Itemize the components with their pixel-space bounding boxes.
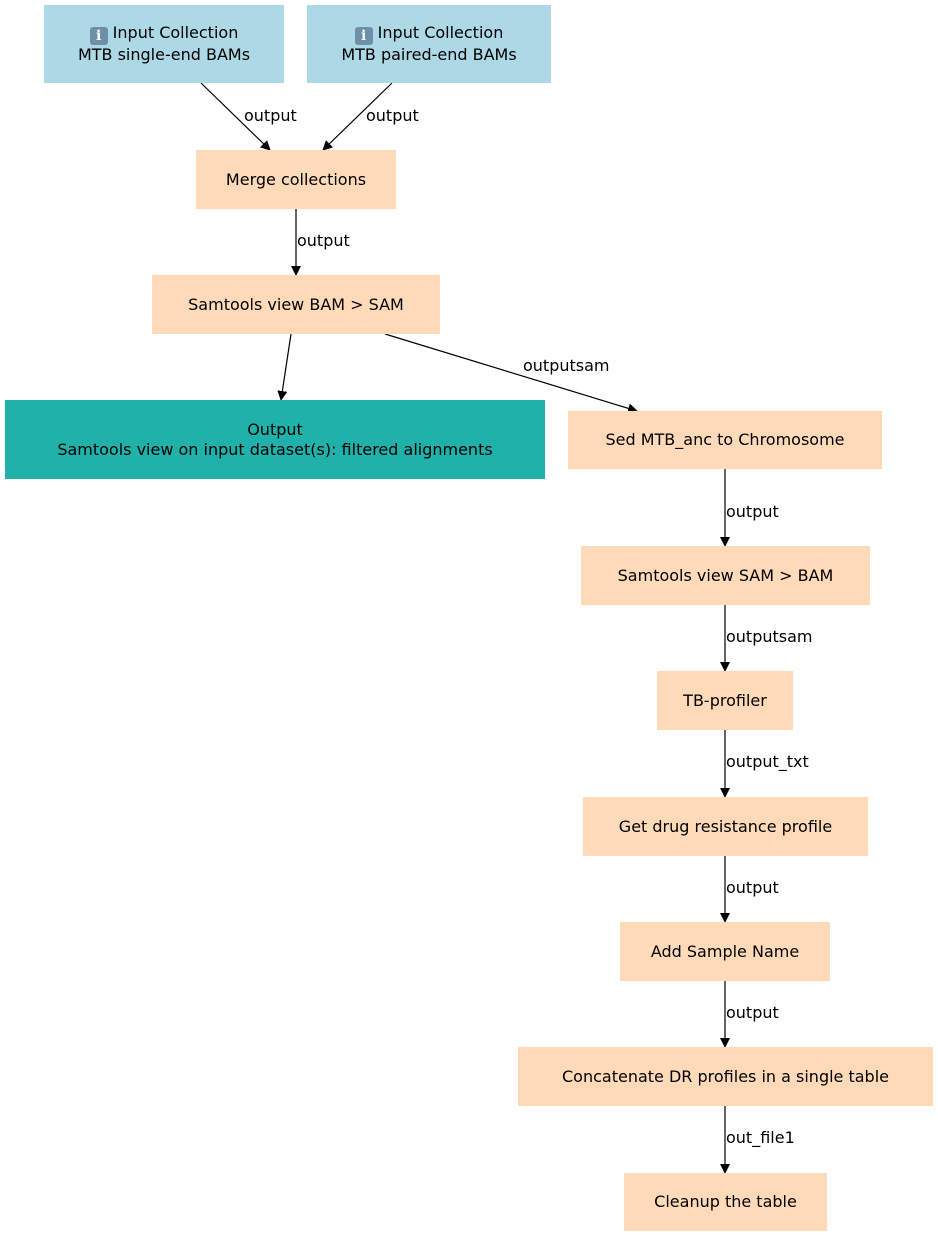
edge-label-tbprofiler: output_txt (726, 752, 809, 771)
edge-label-samtools-sam-bam: outputsam (726, 627, 813, 646)
tb-profiler-node[interactable]: TB-profiler (657, 671, 793, 730)
sed-node[interactable]: Sed MTB_anc to Chromosome (568, 411, 882, 469)
concatenate-label: Concatenate DR profiles in a single tabl… (562, 1066, 889, 1086)
edge-samtools-to-sed (384, 333, 638, 414)
merge-collections-node[interactable]: Merge collections (196, 150, 396, 209)
edge-label-input-single: output (244, 106, 297, 125)
output-title: Output (247, 419, 303, 439)
add-sample-name-node[interactable]: Add Sample Name (620, 922, 830, 981)
sed-label: Sed MTB_anc to Chromosome (605, 430, 845, 449)
input-paired-title: Input Collection (377, 23, 504, 42)
edge-label-sed: output (726, 502, 779, 521)
edge-input-paired-to-merge (322, 82, 393, 151)
get-drug-resistance-label: Get drug resistance profile (618, 816, 833, 836)
get-drug-resistance-node[interactable]: Get drug resistance profile (583, 797, 868, 856)
samtools-bam-to-sam-node[interactable]: Samtools view BAM > SAM (152, 275, 440, 334)
samtools-bam-to-sam-label: Samtools view BAM > SAM (188, 294, 404, 314)
cleanup-table-node[interactable]: Cleanup the table (624, 1173, 827, 1231)
edge-label-samtools-sed: outputsam (523, 356, 610, 375)
output-subtitle: Samtools view on input dataset(s): filte… (57, 439, 493, 459)
input-single-title: Input Collection (112, 23, 239, 42)
merge-collections-label: Merge collections (225, 169, 367, 189)
edge-input-single-to-merge (200, 82, 271, 151)
edge-label-input-paired: output (366, 106, 419, 125)
samtools-sam-to-bam-node[interactable]: Samtools view SAM > BAM (581, 546, 870, 605)
edge-label-get-dr: output (726, 878, 779, 897)
input-paired-subtitle: MTB paired-end BAMs (341, 45, 517, 64)
edge-label-concatenate: out_file1 (726, 1128, 795, 1147)
output-node[interactable]: Output Samtools view on input dataset(s)… (5, 400, 545, 479)
edge-label-add-sample: output (726, 1003, 779, 1022)
info-icon: i (89, 27, 108, 45)
tb-profiler-label: TB-profiler (683, 690, 767, 710)
info-icon: i (354, 27, 373, 45)
edge-samtools-to-output (277, 333, 292, 401)
concatenate-node[interactable]: Concatenate DR profiles in a single tabl… (518, 1047, 933, 1106)
add-sample-name-label: Add Sample Name (650, 941, 800, 961)
cleanup-table-label: Cleanup the table (654, 1192, 797, 1211)
edge-label-merge: output (297, 231, 350, 250)
input-single-subtitle: MTB single-end BAMs (77, 45, 251, 64)
samtools-sam-to-bam-label: Samtools view SAM > BAM (617, 565, 834, 585)
